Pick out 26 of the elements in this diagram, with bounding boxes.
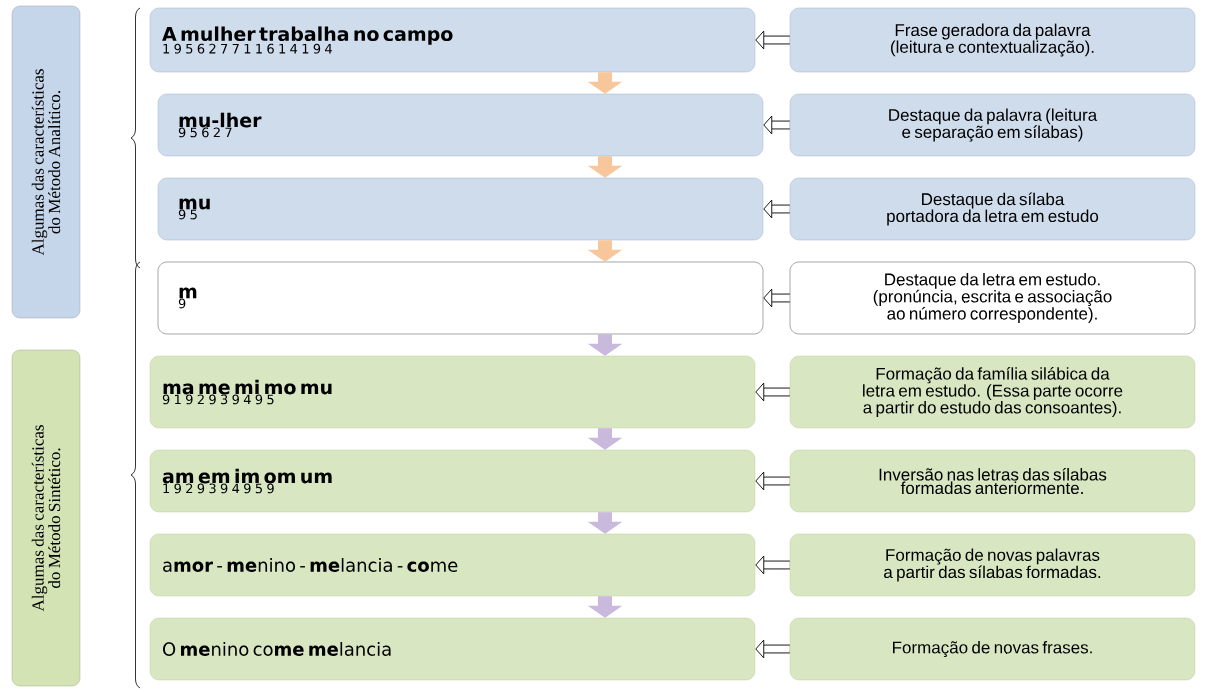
description-box: Destaque da palavra (leitura e separação em sílabas) xyxy=(789,93,1196,157)
hollow-arrow xyxy=(755,555,790,575)
description-box: Destaque da letra em estudo. (pronúncia, escrita e associação ao número correspondente). xyxy=(789,261,1196,335)
step-box: A mulher trabalha no campo 1 9 5 6 2 7 7 1 1 6 1 4 1 9 4 xyxy=(149,7,756,73)
description-box: Frase geradora da palavra (leitura e contextualização). xyxy=(789,7,1196,73)
method-label: Algumas das características do Método Analítico. xyxy=(11,5,81,319)
hollow-arrow xyxy=(755,471,790,491)
step-box: amor - menino - melancia - come xyxy=(149,533,756,597)
hollow-arrow xyxy=(763,115,790,135)
step-box: ma me mi mo mu 9 1 9 2 9 3 9 4 9 5 xyxy=(149,355,756,429)
step-box: m 9 xyxy=(157,261,764,335)
step-box: O menino come melancia xyxy=(149,617,756,681)
step-box: am em im om um 1 9 2 9 3 9 4 9 5 9 xyxy=(149,449,756,513)
hollow-arrow xyxy=(755,382,790,402)
description-box: Inversão nas letras das sílabas formadas anteriormente. xyxy=(789,449,1196,513)
method-label: Algumas das características do Método Sintético. xyxy=(11,349,81,687)
description-box: Formação de novas frases. xyxy=(789,617,1196,681)
description-box: Destaque da sílaba portadora da letra em estudo xyxy=(789,177,1196,241)
description-box: Formação de novas palavras a partir das sílabas formadas. xyxy=(789,533,1196,597)
hollow-arrow xyxy=(763,199,790,219)
description-box: Formação da família silábica da letra em estudo. (Essa parte ocorre a partir do estudo das consoantes). xyxy=(789,355,1196,429)
hollow-arrow xyxy=(755,30,790,50)
hollow-arrow xyxy=(763,288,790,308)
step-box: mu 9 5 xyxy=(157,177,764,241)
hollow-arrow xyxy=(755,639,790,659)
step-box: mu-lher 9 5 6 2 7 xyxy=(157,93,764,157)
